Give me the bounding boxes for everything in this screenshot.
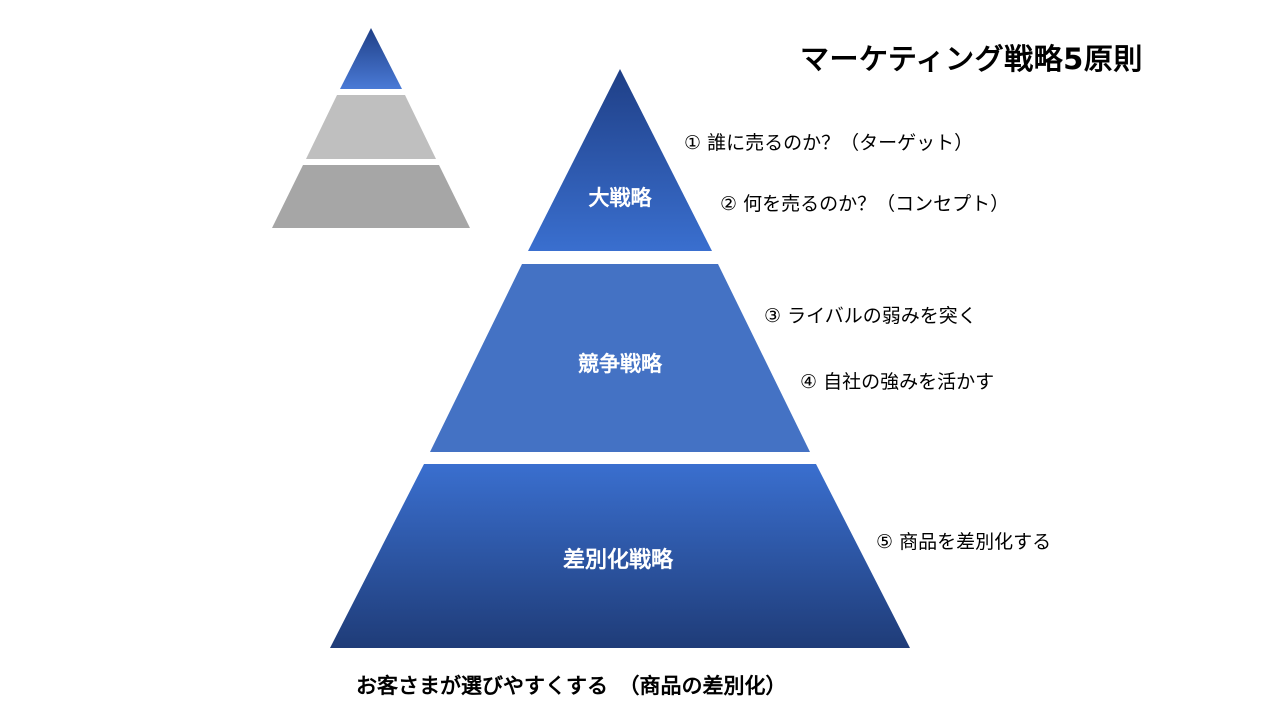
mini-pyramid-middle xyxy=(306,95,436,159)
tier-bottom-shape xyxy=(330,464,910,648)
note-concept: ② 何を売るのか？（コンセプト） xyxy=(720,193,1010,215)
page-title: マーケティング戦略5原則 xyxy=(800,42,1143,76)
note-own-strength: ④ 自社の強みを活かす xyxy=(800,371,995,393)
note-differentiate: ⑤ 商品を差別化する xyxy=(876,531,1052,553)
footer-caption: お客さまが選びやすくする （商品の差別化） xyxy=(356,674,787,698)
mini-pyramid xyxy=(272,28,470,228)
main-pyramid: 大戦略 競争戦略 差別化戦略 xyxy=(330,69,910,648)
tier-bottom-label: 差別化戦略 xyxy=(563,547,674,573)
tier-top-shape xyxy=(528,69,712,251)
mini-pyramid-bottom xyxy=(272,165,470,228)
note-rival-weakness: ③ ライバルの弱みを突く xyxy=(764,305,977,327)
mini-pyramid-top xyxy=(340,28,402,89)
tier-middle-shape xyxy=(430,264,810,452)
tier-middle-label: 競争戦略 xyxy=(578,352,663,376)
tier-top-label: 大戦略 xyxy=(589,186,653,210)
note-target: ① 誰に売るのか？（ターゲット） xyxy=(684,132,974,154)
